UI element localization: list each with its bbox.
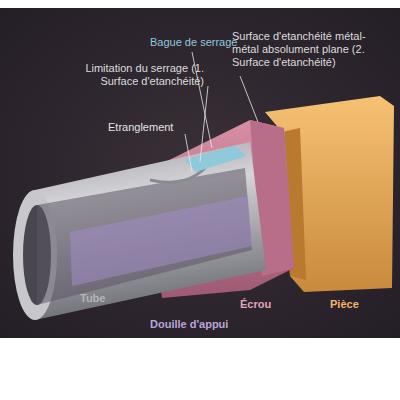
part-label: Tube — [80, 292, 130, 305]
background-panel — [0, 8, 400, 338]
part-label: Surface d'etanchéité métal-métal absolum… — [232, 30, 392, 69]
leader-line — [240, 76, 258, 122]
tube-body — [35, 142, 266, 320]
bague-serrage — [185, 146, 246, 172]
leader-line — [200, 86, 208, 162]
part-label: Écrou — [240, 298, 290, 311]
part-label: Douille d'appui — [150, 318, 250, 331]
leader-line — [185, 134, 192, 172]
douille-appui — [70, 196, 252, 286]
part-label: Etranglement — [108, 121, 188, 134]
part-label: Pièce — [330, 298, 385, 311]
tube-inner — [37, 168, 252, 305]
part-label: Limitation du serrage (1. Surface d'etan… — [72, 62, 204, 88]
